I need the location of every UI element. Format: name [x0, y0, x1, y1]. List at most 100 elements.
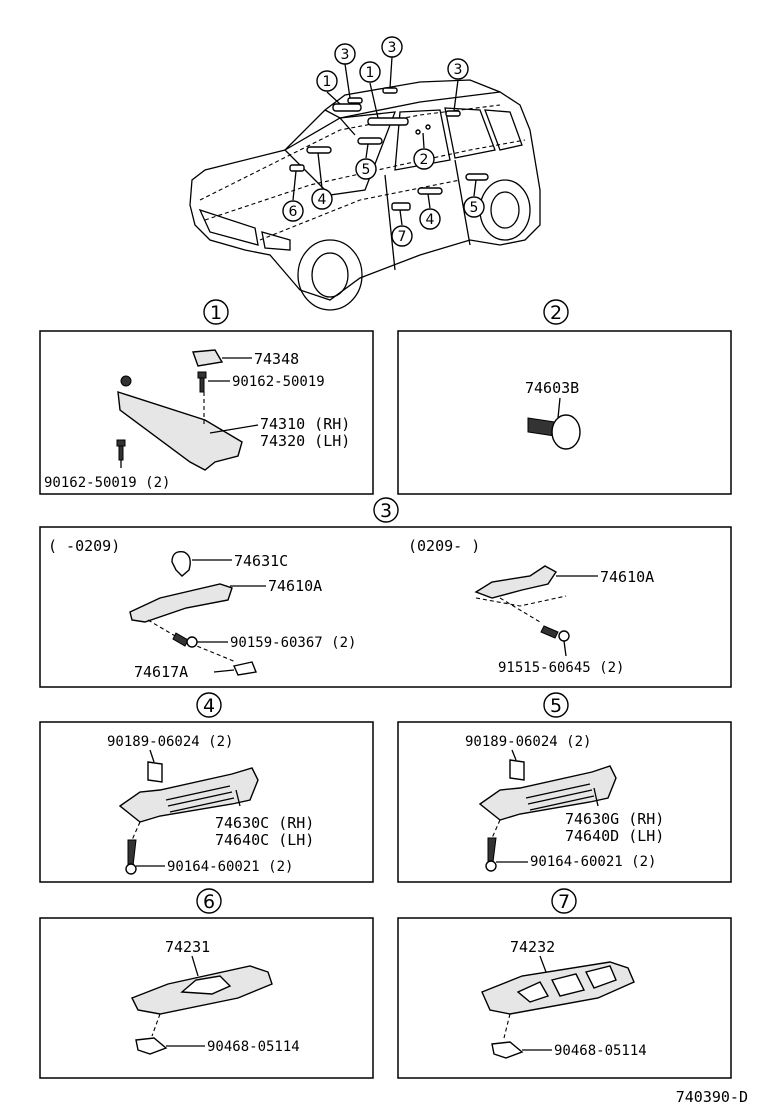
label-74610a-left: 74610A — [268, 577, 322, 595]
section-2-number: 2 — [543, 299, 569, 325]
label-90159-60367: 90159-60367 (2) — [230, 635, 356, 651]
mark-grip-5a — [357, 137, 383, 145]
label-90164-60021-s5: 90164-60021 (2) — [530, 854, 656, 870]
svg-text:4: 4 — [203, 695, 215, 717]
svg-text:3: 3 — [341, 47, 350, 63]
section-6-frame — [39, 917, 374, 1079]
label-90189-06024-s4: 90189-06024 (2) — [107, 734, 233, 750]
part-74348-bracket — [192, 349, 224, 367]
svg-text:3: 3 — [380, 500, 392, 522]
section-5-frame — [397, 721, 732, 883]
svg-text:5: 5 — [550, 695, 562, 717]
range-right: (0209- ) — [408, 537, 480, 555]
svg-text:1: 1 — [210, 302, 222, 324]
section-5: 5 90189-06024 (2) 74630G (RH) 74640D (LH… — [397, 692, 732, 883]
part-lamp-7-lenses — [516, 965, 617, 1003]
svg-text:3: 3 — [454, 62, 463, 78]
overview-leaders — [292, 56, 477, 226]
part-clip-s5 — [509, 759, 525, 781]
overview-callout-4b: 4 — [419, 208, 441, 230]
vehicle-rear-hub — [490, 191, 520, 229]
overview-callout-1a: 1 — [316, 70, 338, 92]
part-screw-s4 — [127, 839, 137, 867]
mark-clip-2b — [425, 124, 431, 130]
label-90468-05114-s6: 90468-05114 — [207, 1039, 300, 1055]
section-1-number: 1 — [203, 299, 229, 325]
label-74631c: 74631C — [234, 552, 288, 570]
section-2: 2 74603B — [397, 299, 732, 495]
vehicle-grille — [198, 208, 291, 251]
part-screw-s3-left — [172, 632, 189, 647]
svg-text:6: 6 — [203, 891, 215, 913]
part-74631c-hook — [171, 551, 191, 577]
vehicle-front-hub — [311, 252, 349, 298]
svg-text:6: 6 — [289, 204, 298, 220]
section-6-number: 6 — [196, 888, 222, 914]
label-74320-lh: 74320 (LH) — [260, 432, 350, 450]
overview-callout-2: 2 — [413, 148, 435, 170]
overview-callout-1b: 1 — [359, 61, 381, 83]
overview-callout-6: 6 — [282, 200, 304, 222]
overview-callout-3a: 3 — [334, 43, 356, 65]
overview-callout-3b: 3 — [381, 36, 403, 58]
svg-text:2: 2 — [420, 152, 429, 168]
label-90189-06024-s5: 90189-06024 (2) — [465, 734, 591, 750]
svg-text:3: 3 — [388, 40, 397, 56]
vehicle-roof — [324, 91, 501, 136]
vehicle-side-windows — [394, 107, 523, 171]
mark-hook-1 — [347, 97, 363, 104]
svg-text:7: 7 — [558, 891, 570, 913]
label-74231: 74231 — [165, 938, 210, 956]
vehicle-doors — [384, 159, 471, 271]
part-74610a-right — [474, 565, 558, 599]
svg-text:2: 2 — [550, 302, 562, 324]
vehicle-rear-wheel — [479, 179, 531, 241]
section-5-number: 5 — [543, 692, 569, 718]
overview-callout-4a: 4 — [311, 188, 333, 210]
section-4: 4 90189-06024 (2) 74630C (RH) 74640C (LH… — [39, 692, 374, 883]
label-91515-60645: 91515-60645 (2) — [498, 660, 624, 676]
svg-text:5: 5 — [362, 162, 371, 178]
part-lamp-6-lens — [180, 975, 232, 995]
svg-text:4: 4 — [426, 212, 435, 228]
overview-callout-5b: 5 — [463, 196, 485, 218]
range-left: ( -0209) — [48, 537, 120, 555]
label-90164-60021-s4: 90164-60021 (2) — [167, 859, 293, 875]
section-3-number: 3 — [373, 497, 399, 523]
label-74617a: 74617A — [134, 663, 188, 681]
svg-text:5: 5 — [470, 200, 479, 216]
svg-text:4: 4 — [318, 192, 327, 208]
label-90468-05114-s7: 90468-05114 — [554, 1043, 647, 1059]
part-clip-head — [551, 414, 581, 450]
section-1-frame — [39, 330, 374, 495]
section-2-frame — [397, 330, 732, 495]
part-bulb-6 — [135, 1037, 168, 1055]
part-bulb-7 — [491, 1041, 524, 1059]
section-4-frame — [39, 721, 374, 883]
mark-grip-5b — [465, 173, 489, 181]
section-6: 6 74231 90468-05114 — [39, 888, 374, 1079]
mark-visor-l — [332, 103, 362, 112]
part-screw-top — [197, 371, 207, 393]
label-74310-rh: 74310 (RH) — [260, 415, 350, 433]
section-1: 1 74348 90162-50019 74310 (RH) 74320 (LH… — [39, 299, 374, 495]
section-7-frame — [397, 917, 732, 1079]
label-74232: 74232 — [510, 938, 555, 956]
mark-hook-3 — [445, 110, 461, 117]
part-74610a-left — [129, 583, 233, 623]
vehicle-overview: 3 3 1 1 3 2 5 4 6 4 5 7 — [189, 36, 541, 311]
mark-clip-2a — [415, 129, 421, 135]
section-7-number: 7 — [551, 888, 577, 914]
label-74640c-lh: 74640C (LH) — [215, 831, 314, 849]
diagram-code: 740390-D — [676, 1088, 748, 1106]
part-screw-s3-right — [540, 625, 559, 639]
part-clip-stem — [527, 417, 556, 437]
part-screw-bottom — [116, 439, 126, 461]
svg-text:1: 1 — [323, 74, 332, 90]
mark-grip-4b — [417, 187, 443, 195]
section-3: 3 ( -0209) (0209- ) 74631C 74610A 90159-… — [39, 497, 732, 688]
mark-hook-2 — [382, 87, 398, 94]
svg-text:1: 1 — [366, 65, 375, 81]
overview-callout-3c: 3 — [447, 58, 469, 80]
